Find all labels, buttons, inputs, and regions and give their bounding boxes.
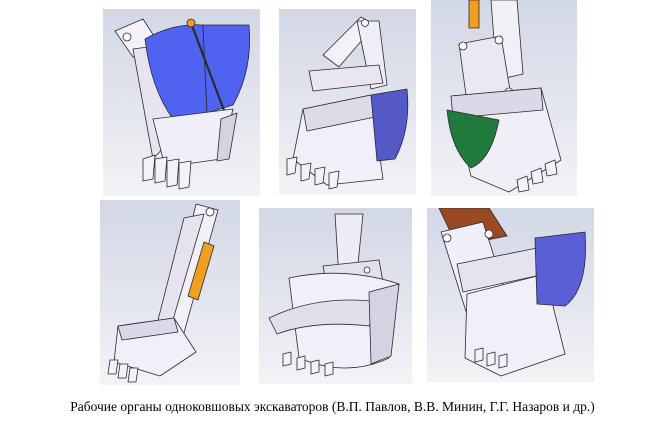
bucket-teeth <box>107 359 139 383</box>
hydraulic-shovel-brown-arm-drawing <box>438 208 586 377</box>
shovel-bucket-blue-drawing <box>114 18 251 190</box>
bucket-side-shade <box>216 112 238 162</box>
orange-pin <box>186 18 196 28</box>
dragline-bucket-image <box>259 208 412 384</box>
shovel-bucket-indigo-image <box>279 9 416 195</box>
hydraulic-shovel-brown-arm-image <box>427 208 594 382</box>
pivot-pin <box>361 19 369 27</box>
pin-hole <box>122 32 132 42</box>
linkage-pin-1 <box>458 41 468 51</box>
green-side-wall <box>446 109 500 169</box>
bucket-teeth <box>286 156 340 190</box>
linkage-pin-2 <box>494 35 504 45</box>
cross-beam <box>308 64 384 92</box>
bucket-rim <box>117 317 179 341</box>
bracket-pin <box>363 266 371 274</box>
backhoe-bucket-green-drawing <box>446 0 562 193</box>
bucket-side-shade <box>368 283 400 365</box>
shovel-bucket-blue-image <box>103 9 260 196</box>
arm-pin <box>205 207 215 217</box>
bucket-teeth <box>474 347 508 369</box>
indigo-side-wall <box>370 88 409 162</box>
backhoe-arm-orange-cylinder-drawing <box>107 203 219 383</box>
backhoe-bucket-green-image <box>431 0 577 196</box>
blue-side-wall <box>534 231 586 307</box>
bucket-teeth <box>282 351 334 377</box>
orange-cylinder <box>187 241 215 301</box>
shovel-bucket-indigo-drawing <box>286 16 409 190</box>
blue-side-wall-right <box>202 24 251 114</box>
linkage-pin-1 <box>442 233 452 243</box>
bucket-teeth <box>142 154 192 190</box>
figure-caption: Рабочие органы одноковшовых экскаваторов… <box>70 399 595 414</box>
backhoe-arm-orange-cylinder-image <box>100 200 240 385</box>
dragline-bucket-drawing <box>268 213 400 377</box>
bucket-teeth <box>516 159 558 193</box>
orange-cylinder <box>468 0 480 29</box>
linkage-pin-2 <box>484 229 494 239</box>
